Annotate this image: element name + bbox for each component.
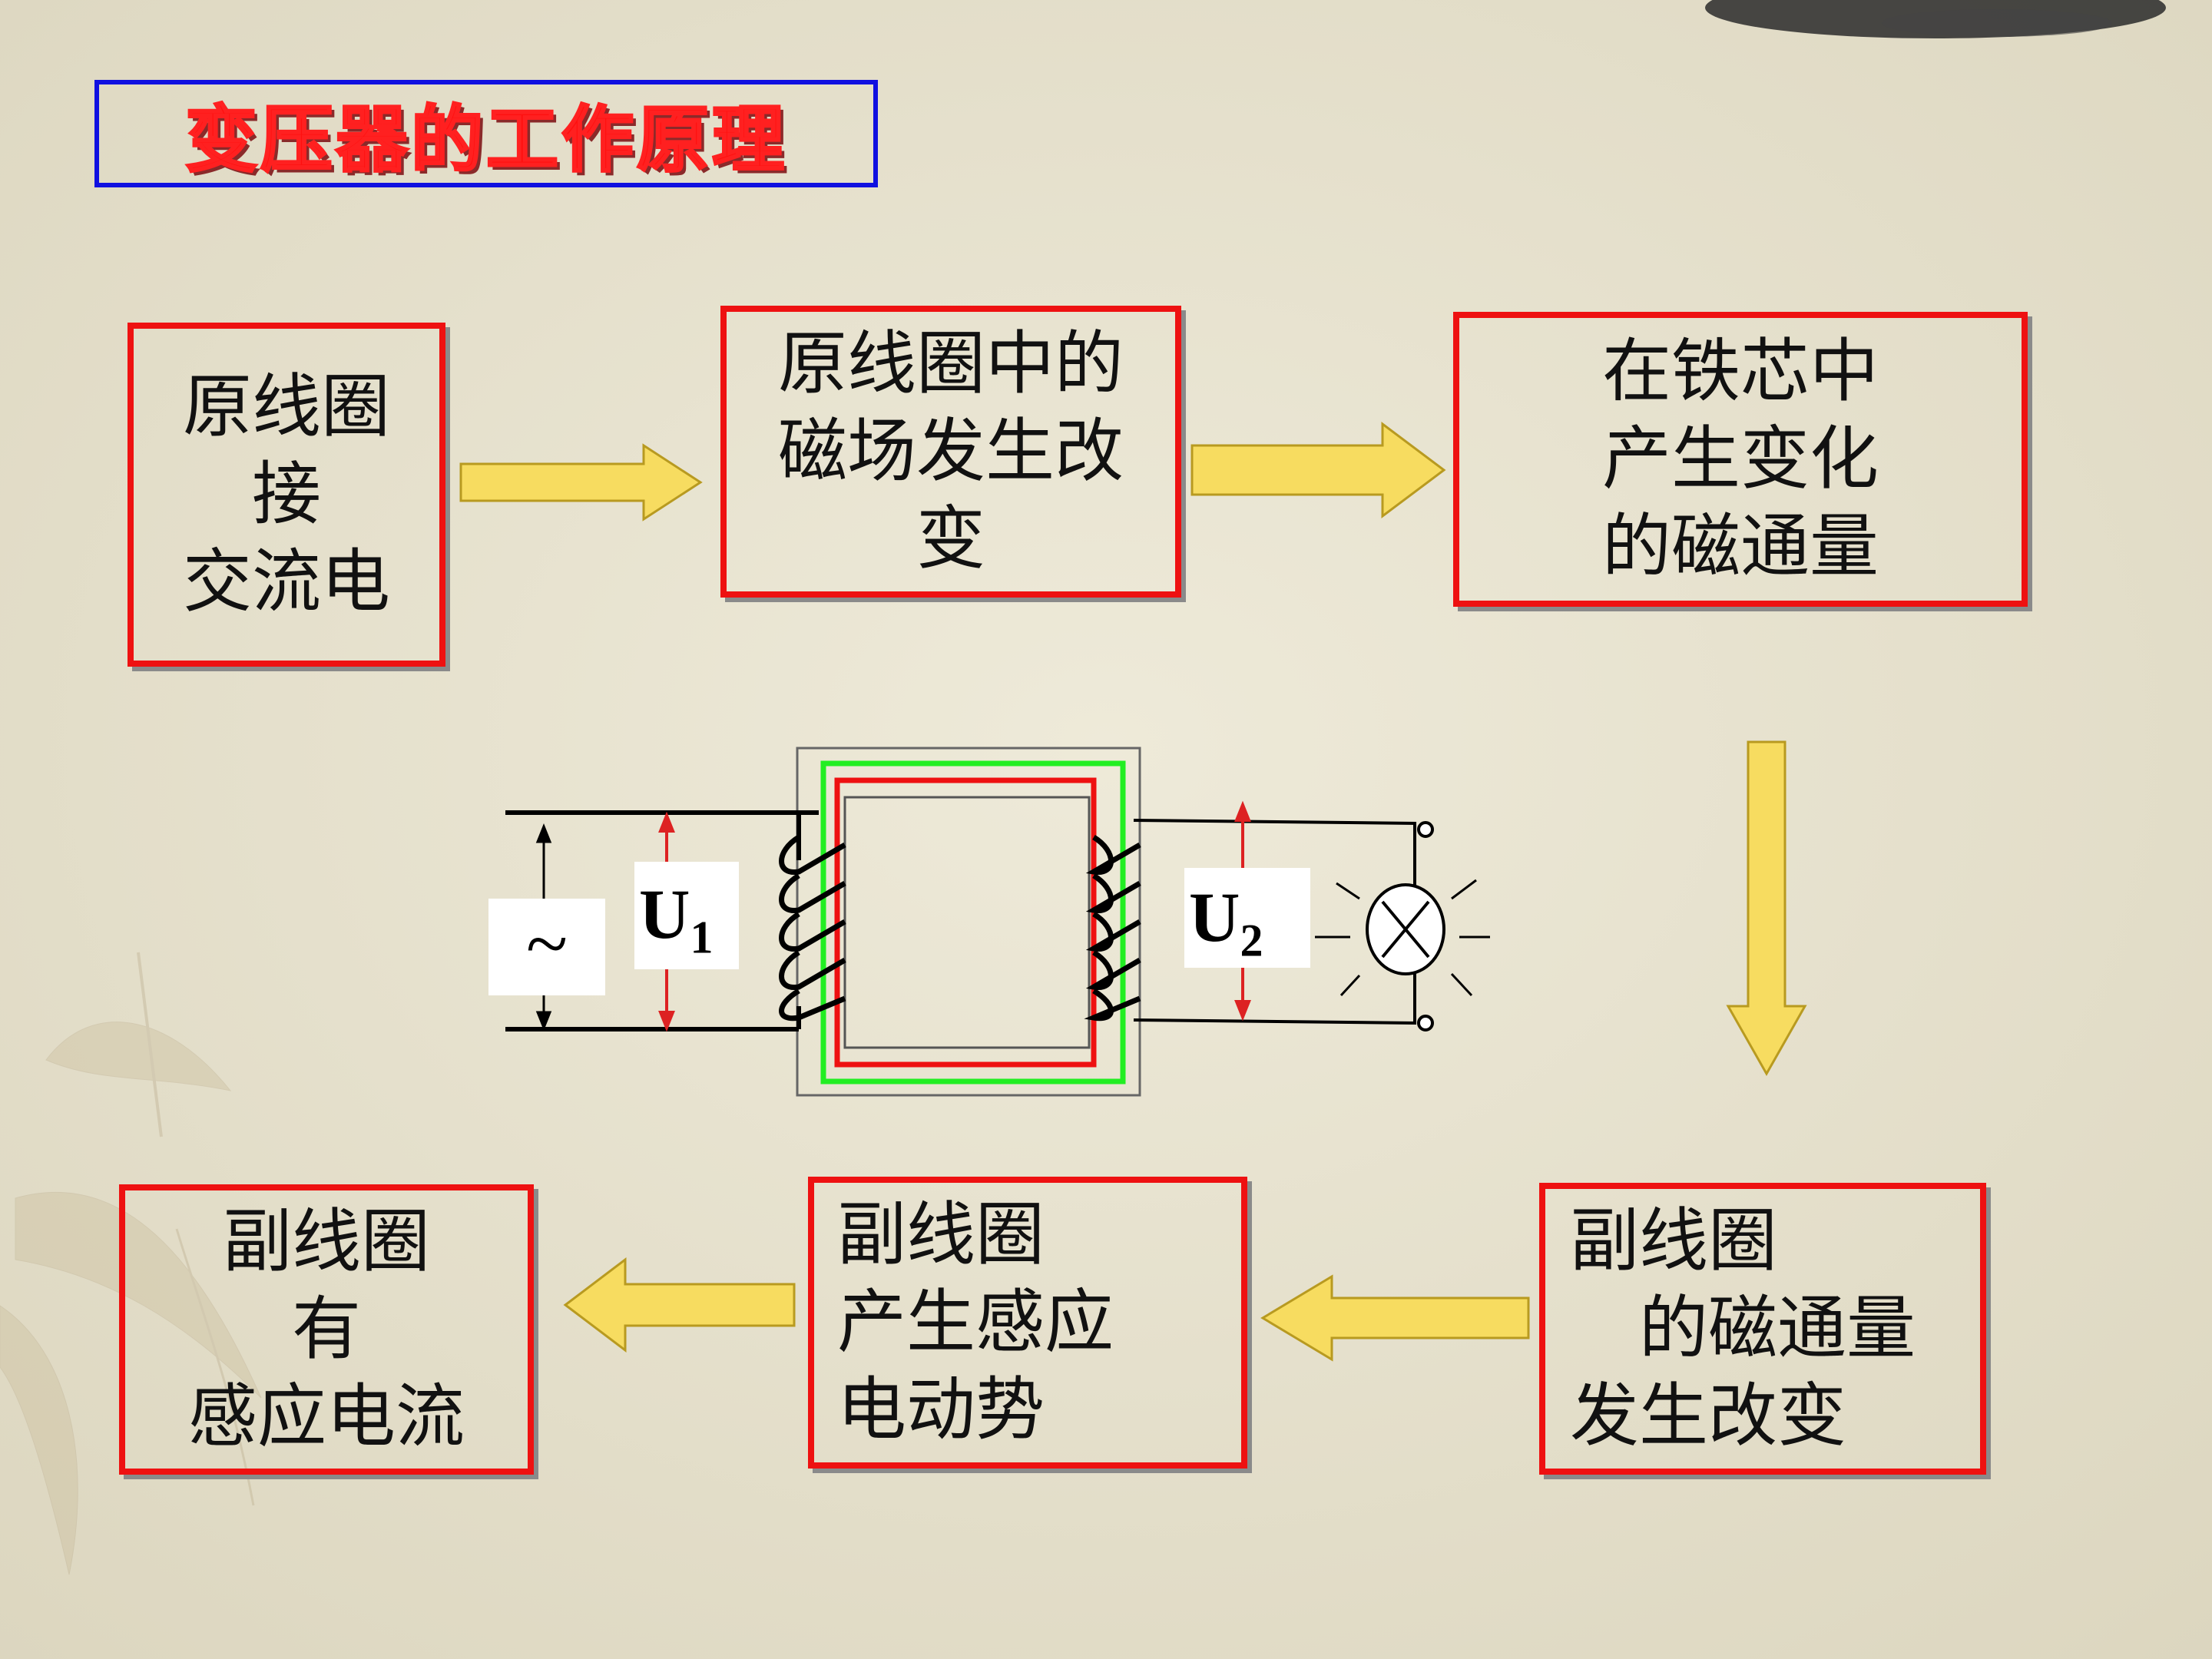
step-text-line: 感应电流 — [188, 1376, 465, 1457]
step-text-line: 的磁通量 — [1602, 506, 1879, 587]
lamp-icon — [1315, 879, 1490, 997]
arrow-left-2 — [563, 1257, 796, 1353]
step-box-core-flux: 在铁芯中 产生变化 的磁通量 — [1453, 312, 2028, 607]
title-box: 变压器的工作原理 — [94, 80, 878, 187]
step-text-line: 的磁通量 — [1570, 1288, 1916, 1369]
step-text-line: 磁场发生改 — [778, 411, 1124, 492]
step-text-line: 副线圈 — [837, 1194, 1045, 1275]
primary-coil — [779, 835, 846, 1022]
primary-circuit — [505, 810, 819, 1031]
step-text-line: 产生变化 — [1602, 419, 1879, 499]
step-text-line: 副线圈 — [1570, 1200, 1777, 1281]
arrow-down — [1726, 740, 1807, 1077]
arrow-right-2 — [1190, 422, 1446, 518]
secondary-circuit — [1133, 819, 1434, 1031]
step-box-secondary-emf: 副线圈 产生感应 电动势 — [808, 1177, 1247, 1469]
leaf-decoration — [0, 952, 262, 1575]
u2-main: U — [1189, 878, 1240, 956]
arrow-left-1 — [1260, 1274, 1530, 1362]
step-box-primary-field: 原线圈中的 磁场发生改 变 — [720, 306, 1181, 598]
step-text-line: 产生感应 — [837, 1282, 1114, 1363]
u2-label: U2 — [1184, 868, 1310, 968]
ink-blot-decoration — [1705, 0, 2166, 38]
u2-subscript: 2 — [1240, 915, 1263, 966]
step-text-line: 副线圈 — [223, 1201, 430, 1282]
u1-label: U1 — [634, 862, 739, 969]
step-text-line: 原线圈中的 — [778, 323, 1124, 404]
ac-source-label: ~ — [488, 899, 605, 995]
u1-main: U — [639, 875, 690, 953]
u2-voltage-arrow — [1234, 800, 1251, 1022]
step-text-line: 变 — [916, 498, 985, 579]
ac-source-symbol: ~ — [525, 901, 568, 986]
step-box-primary-ac: 原线圈 接 交流电 — [127, 323, 445, 667]
step-text-line: 原线圈 — [183, 366, 390, 447]
page-title: 变压器的工作原理 — [184, 98, 787, 184]
step-box-secondary-current: 副线圈 有 感应电流 — [119, 1184, 534, 1475]
step-text-line: 有 — [292, 1289, 361, 1369]
step-text-line: 发生改变 — [1570, 1376, 1846, 1456]
arrow-right-1 — [459, 443, 703, 522]
transformer-core — [796, 747, 1141, 1097]
step-text-line: 交流电 — [183, 541, 390, 622]
step-box-secondary-flux: 副线圈 的磁通量 发生改变 — [1539, 1183, 1986, 1475]
step-text-line: 接 — [252, 454, 321, 535]
u1-subscript: 1 — [690, 912, 714, 963]
step-text-line: 在铁芯中 — [1602, 331, 1879, 412]
step-text-line: 电动势 — [837, 1369, 1045, 1450]
secondary-coil — [1084, 835, 1141, 1022]
